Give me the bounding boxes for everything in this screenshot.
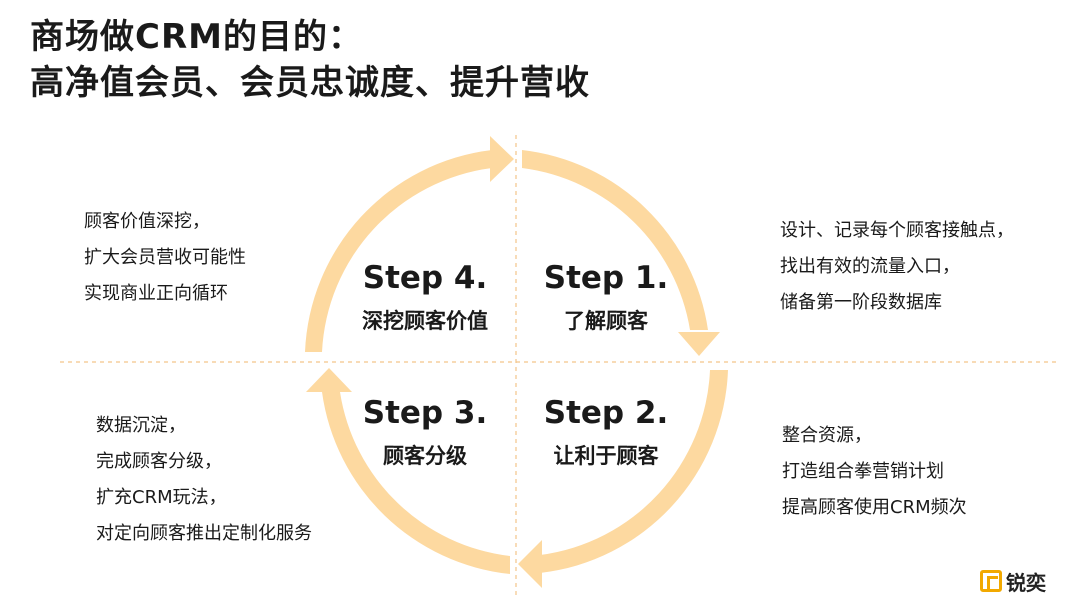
description-line: 实现商业正向循环 [84, 283, 228, 304]
logo-text: 锐奕 [1006, 570, 1046, 595]
description-line: 数据沉淀， [96, 415, 186, 436]
description-line: 储备第一阶段数据库 [780, 292, 942, 313]
description-line: 完成顾客分级， [96, 451, 222, 472]
page-title: 商场做CRM的目的： 高净值会员、会员忠诚度、提升营收 [30, 14, 590, 106]
arrowhead-step4 [490, 136, 514, 182]
description-line: 打造组合拳营销计划 [782, 461, 944, 482]
arc-step1 [522, 150, 708, 330]
arc-step3 [322, 392, 510, 574]
logo-mark-icon [980, 570, 1002, 592]
description-line: 整合资源， [782, 425, 872, 446]
description-line: 扩大会员营收可能性 [84, 247, 246, 268]
step2-title: Step 2. [543, 395, 669, 431]
step1-title: Step 1. [543, 260, 669, 296]
step3-label: Step 3. 顾客分级 [340, 393, 510, 473]
description-line: 找出有效的流量入口， [780, 256, 960, 277]
arc-step4 [305, 150, 492, 352]
description-line: 提高顾客使用CRM频次 [782, 497, 967, 518]
arrowhead-step3 [306, 368, 352, 392]
description-step4: 顾客价值深挖， 扩大会员营收可能性 实现商业正向循环 [84, 204, 246, 312]
description-line: 扩充CRM玩法， [96, 487, 227, 508]
description-step2: 整合资源， 打造组合拳营销计划 提高顾客使用CRM频次 [782, 418, 967, 526]
step3-title: Step 3. [362, 395, 488, 431]
step4-label: Step 4. 深挖顾客价值 [340, 258, 510, 338]
step4-subtitle: 深挖顾客价值 [362, 309, 488, 333]
step1-label: Step 1. 了解顾客 [521, 258, 691, 338]
title-line-2: 高净值会员、会员忠诚度、提升营收 [30, 63, 590, 103]
description-line: 设计、记录每个顾客接触点， [780, 220, 1014, 241]
arrowhead-step2 [518, 540, 542, 588]
arrowhead-step1 [678, 332, 720, 356]
step1-subtitle: 了解顾客 [564, 309, 648, 333]
arc-step2 [540, 370, 728, 573]
step2-subtitle: 让利于顾客 [553, 444, 659, 468]
description-line: 顾客价值深挖， [84, 211, 210, 232]
description-step3: 数据沉淀， 完成顾客分级， 扩充CRM玩法， 对定向顾客推出定制化服务 [96, 408, 312, 552]
description-step1: 设计、记录每个顾客接触点， 找出有效的流量入口， 储备第一阶段数据库 [780, 213, 1014, 321]
brand-logo: 锐奕 [980, 568, 1046, 595]
step3-subtitle: 顾客分级 [383, 444, 467, 468]
title-line-1: 商场做CRM的目的： [30, 17, 363, 57]
step4-title: Step 4. [362, 260, 488, 296]
description-line: 对定向顾客推出定制化服务 [96, 523, 312, 544]
step2-label: Step 2. 让利于顾客 [521, 393, 691, 473]
